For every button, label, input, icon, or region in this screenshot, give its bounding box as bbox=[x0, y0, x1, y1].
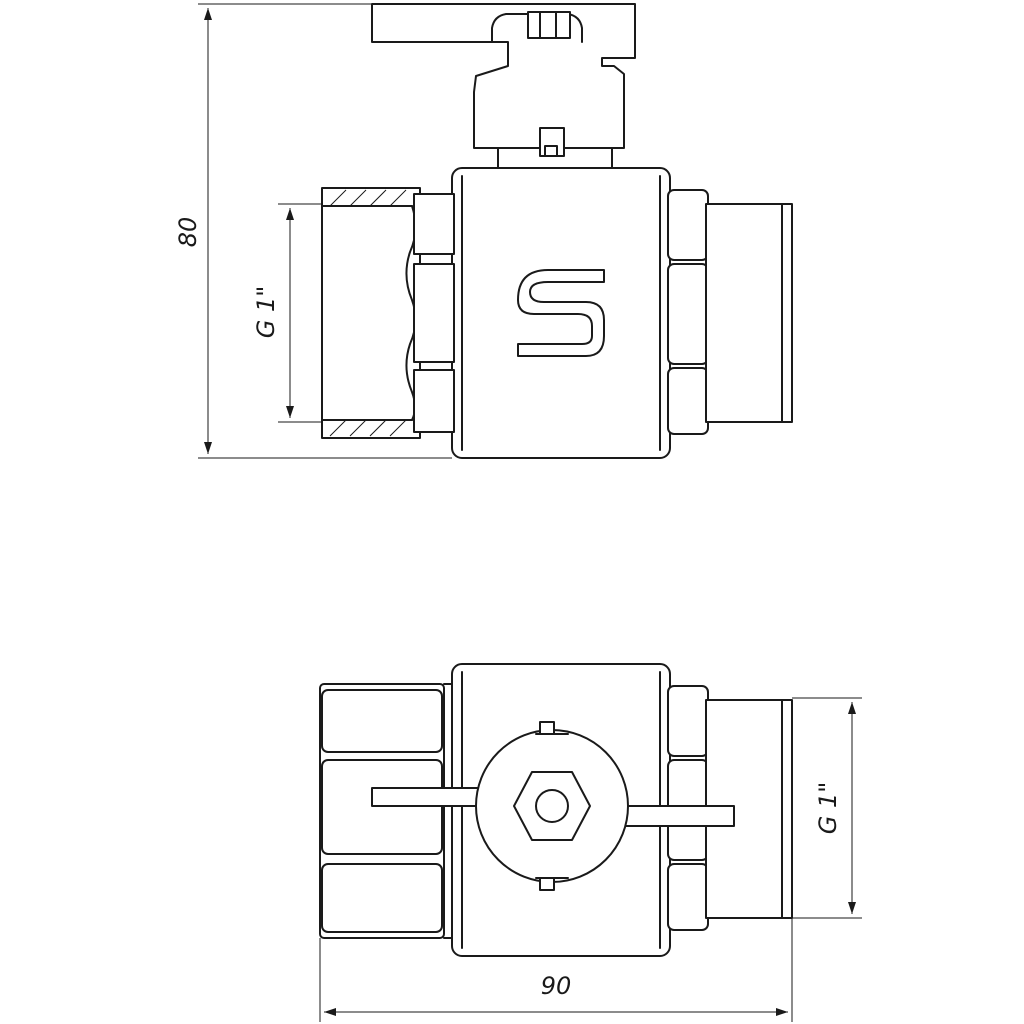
width-label: 90 bbox=[541, 972, 572, 1000]
front-view: 80 G 1" bbox=[174, 3, 793, 459]
brand-s-logo-icon bbox=[517, 269, 605, 357]
right-male-port bbox=[667, 189, 793, 435]
width-dimension: 90 bbox=[319, 918, 793, 1022]
height-label: 80 bbox=[174, 217, 202, 248]
butterfly-handle bbox=[371, 3, 636, 178]
stem-boss bbox=[475, 721, 629, 891]
top-thread-label: G 1" bbox=[814, 782, 842, 835]
top-left-female-port bbox=[319, 683, 453, 939]
front-thread-dimension: G 1" bbox=[252, 203, 322, 423]
height-dimension: 80 bbox=[174, 3, 452, 459]
left-female-port-section bbox=[321, 187, 455, 439]
top-thread-dimension: G 1" bbox=[792, 697, 862, 919]
front-thread-label: G 1" bbox=[252, 286, 280, 339]
top-view: 90 G 1" bbox=[319, 663, 862, 1022]
